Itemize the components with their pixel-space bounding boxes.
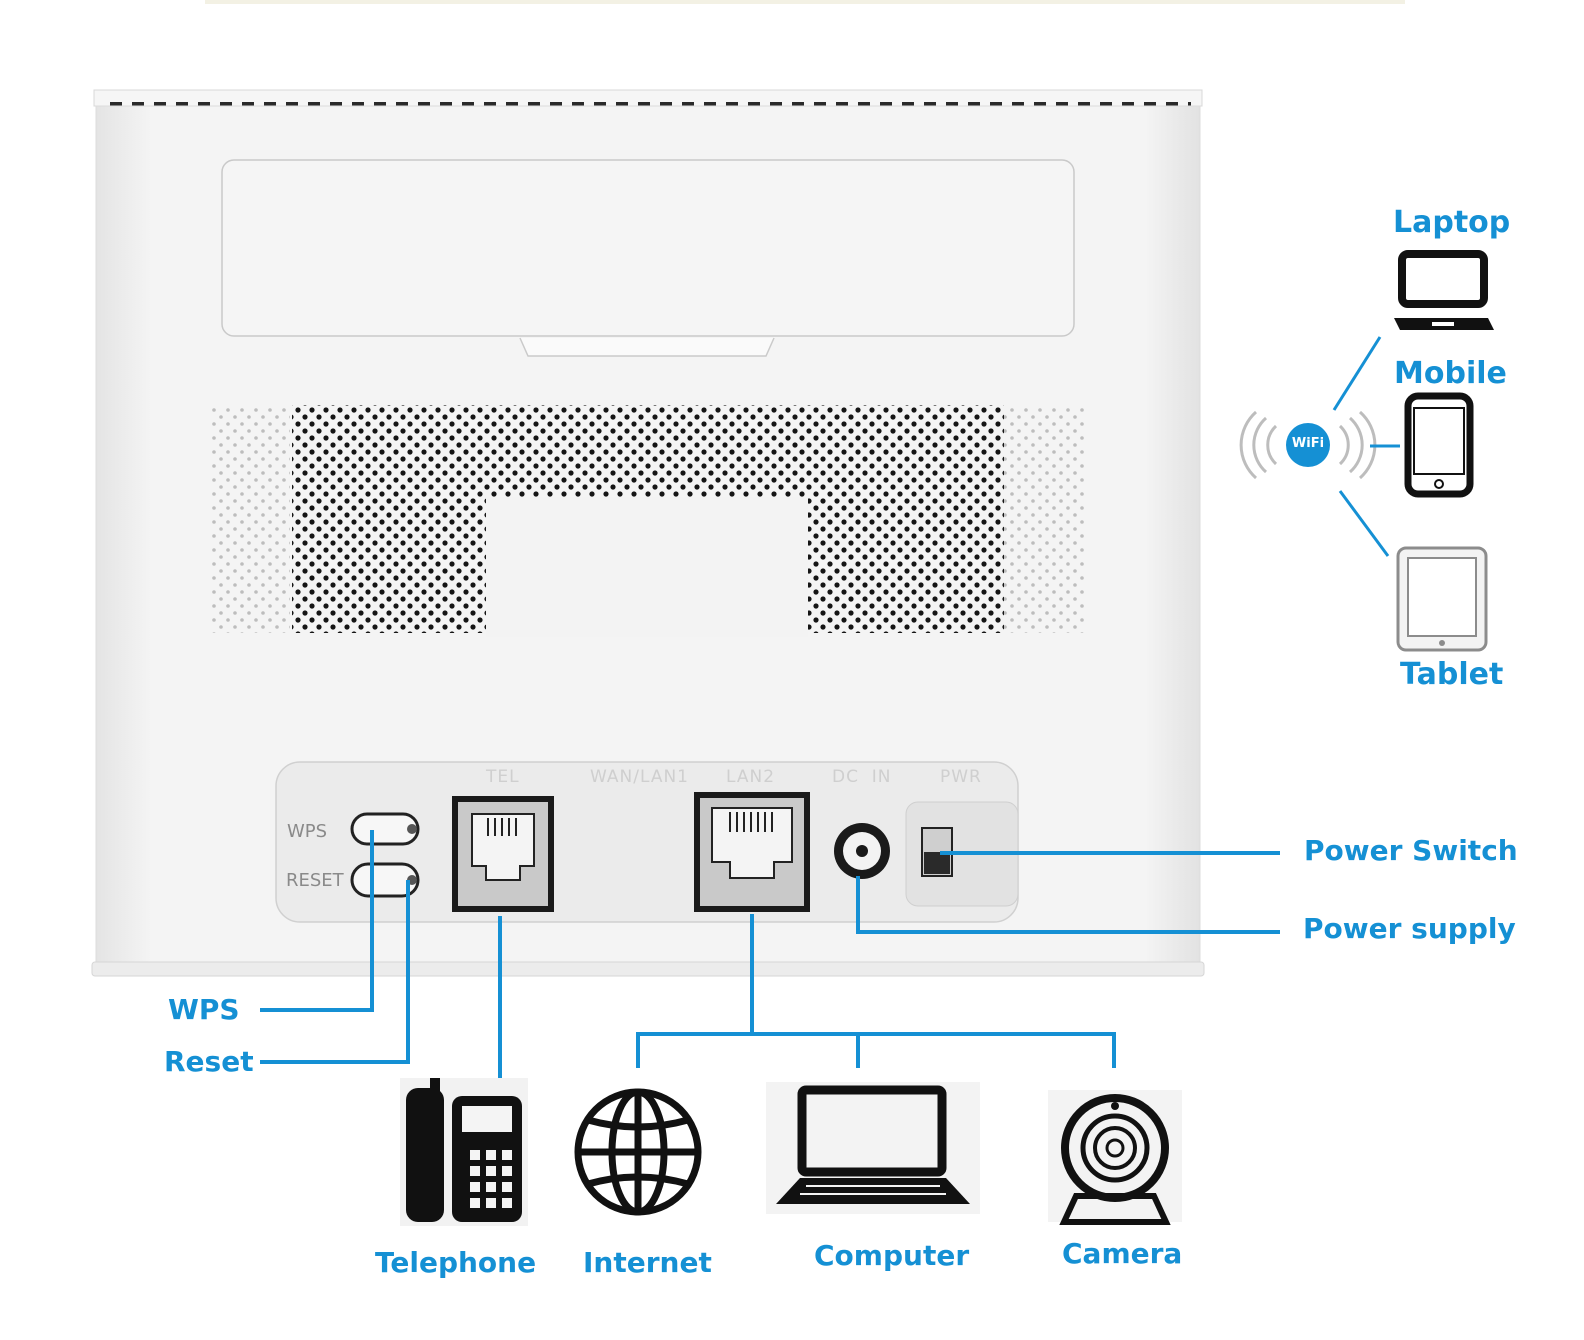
top-vents xyxy=(101,100,1191,107)
telephone-icon xyxy=(400,1078,528,1226)
label-laptop: Laptop xyxy=(1393,205,1511,240)
label-camera: Camera xyxy=(1062,1237,1183,1270)
button-label-reset: RESET xyxy=(286,870,344,891)
computer-icon xyxy=(766,1082,980,1214)
label-power-switch: Power Switch xyxy=(1304,834,1518,867)
top-strip xyxy=(205,0,1405,4)
globe-icon xyxy=(574,1088,702,1216)
port-label-tel: TEL xyxy=(486,767,520,787)
label-power-supply: Power supply xyxy=(1303,912,1516,945)
wifi-badge-text: WiFi xyxy=(1291,436,1325,451)
tel-port[interactable] xyxy=(452,796,554,912)
label-mobile: Mobile xyxy=(1394,356,1507,391)
port-label-dc-in: DC IN xyxy=(832,767,892,787)
vent-grid xyxy=(210,405,1084,637)
label-wps: WPS xyxy=(168,993,240,1026)
label-telephone: Telephone xyxy=(375,1246,537,1279)
wifi-lines xyxy=(1332,336,1400,557)
label-reset: Reset xyxy=(164,1045,254,1078)
label-tablet: Tablet xyxy=(1400,657,1504,692)
lan2-port[interactable] xyxy=(694,792,810,912)
mobile-icon xyxy=(1404,392,1474,498)
port-label-wan-lan1: WAN/LAN1 xyxy=(590,767,689,787)
wifi-symbol xyxy=(1239,410,1377,480)
laptop-icon xyxy=(1394,250,1494,330)
camera-icon xyxy=(1048,1090,1182,1225)
callout-lines xyxy=(260,830,1280,1078)
label-computer: Computer xyxy=(814,1239,970,1272)
port-label-lan2: LAN2 xyxy=(726,767,776,787)
reset-button[interactable] xyxy=(350,862,420,898)
wps-button[interactable] xyxy=(350,812,420,846)
dc-in-jack[interactable] xyxy=(834,823,890,879)
label-plate xyxy=(221,159,1075,357)
port-label-pwr: PWR xyxy=(940,767,982,787)
tablet-icon xyxy=(1396,546,1488,652)
button-label-wps: WPS xyxy=(287,821,328,842)
label-internet: Internet xyxy=(583,1246,712,1279)
